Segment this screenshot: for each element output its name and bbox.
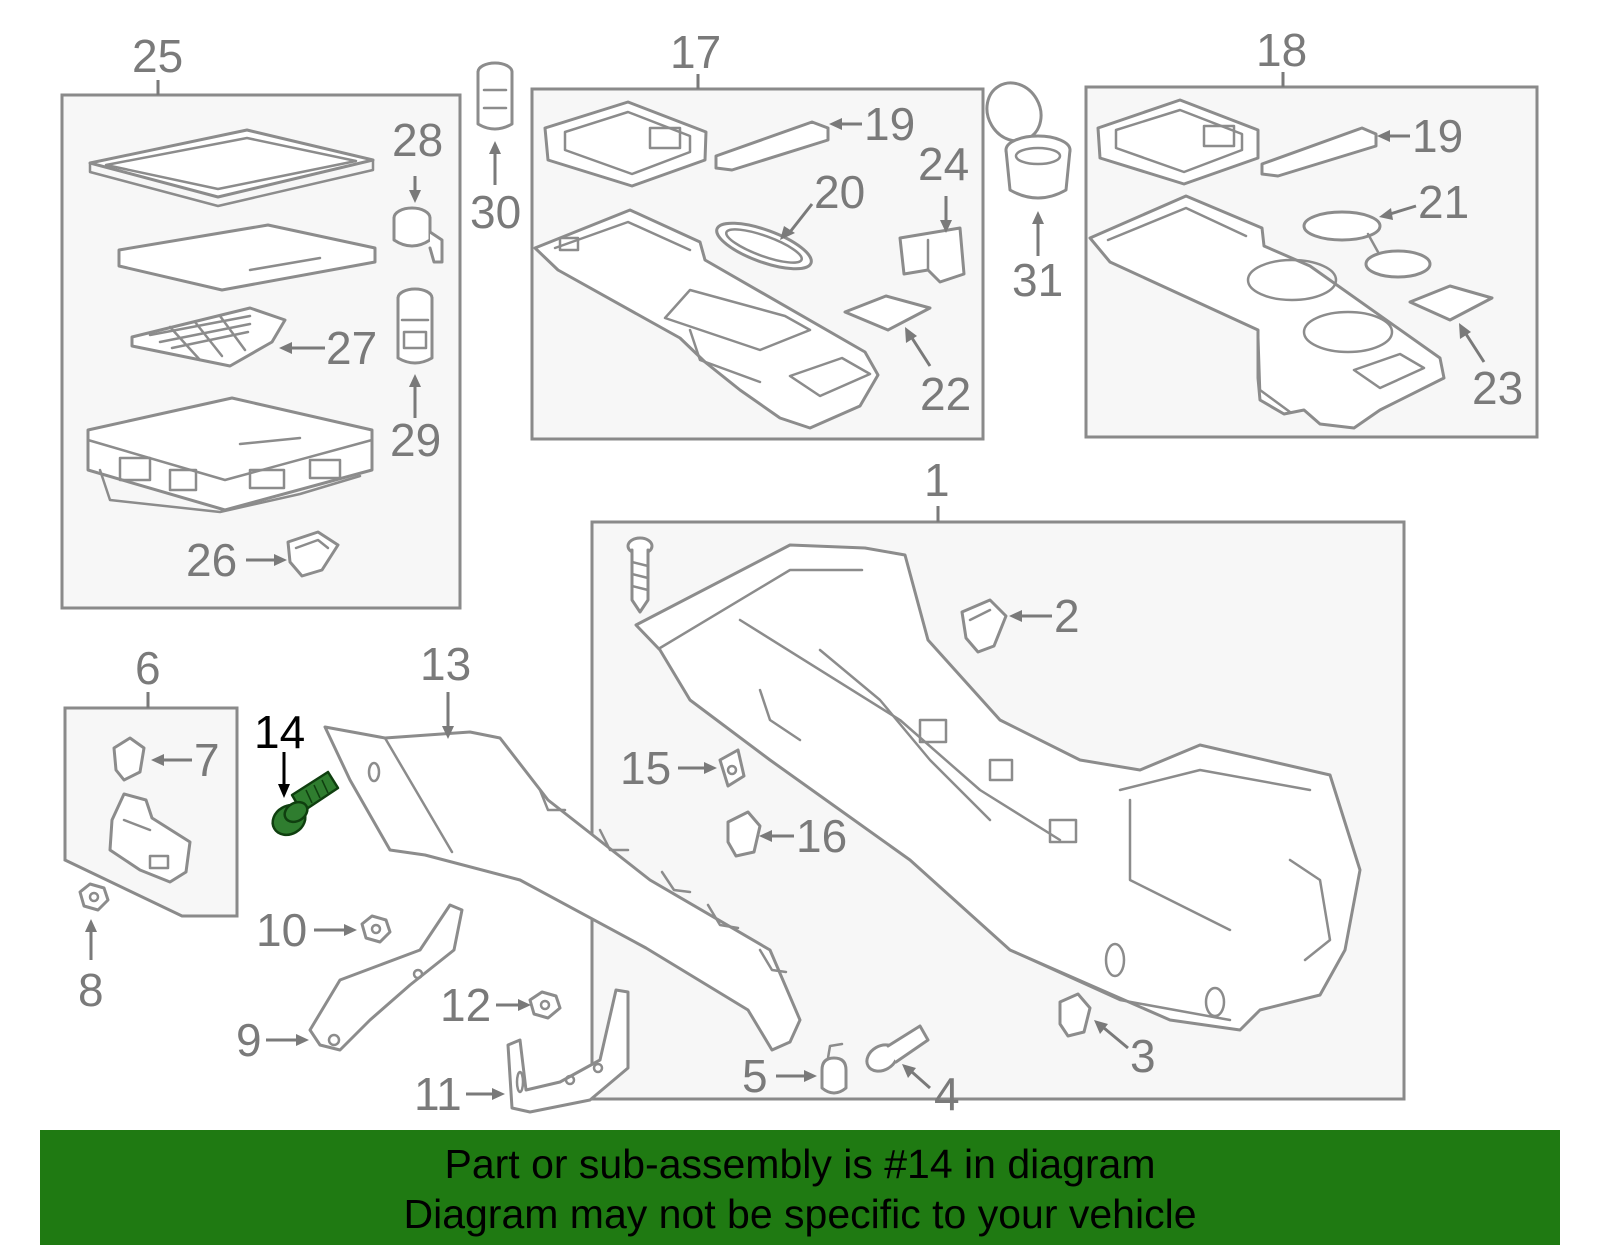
part-21-cupholder-insert[interactable] [1302,210,1432,279]
part-14-bolt[interactable] [267,770,340,841]
callout-14[interactable]: 14 [254,706,305,758]
part-13-side-panel [323,725,802,1052]
callout-16[interactable]: 16 [796,810,847,862]
part-2-clip[interactable] [960,598,1008,654]
part-18-console-plate [1088,194,1446,430]
part-18-bezel [1096,98,1260,186]
callout-10[interactable]: 10 [256,904,307,956]
callout-17[interactable]: 17 [670,26,721,78]
callout-7[interactable]: 7 [194,734,220,786]
callout-21[interactable]: 21 [1418,176,1469,228]
callout-26[interactable]: 26 [186,534,237,586]
callout-19-a[interactable]: 19 [864,98,915,150]
part-16-clip[interactable] [726,810,762,858]
part-19-strip-a[interactable] [714,120,830,172]
info-banner: Part or sub-assembly is #14 in diagram D… [40,1130,1560,1245]
part-8-nut[interactable] [78,882,110,912]
callout-15[interactable]: 15 [620,742,671,794]
callout-27[interactable]: 27 [326,322,377,374]
callout-18[interactable]: 18 [1256,24,1307,76]
part-23-pad[interactable] [1408,284,1494,322]
callout-12[interactable]: 12 [440,979,491,1031]
callout-5[interactable]: 5 [742,1050,768,1102]
part-10-nut[interactable] [360,914,392,944]
callout-2[interactable]: 2 [1054,590,1080,642]
callout-23[interactable]: 23 [1472,362,1523,414]
part-26-clip[interactable] [286,530,340,578]
callout-28[interactable]: 28 [392,114,443,166]
callout-20[interactable]: 20 [814,166,865,218]
leader-lines [85,72,1486,1100]
callout-19-b[interactable]: 19 [1412,110,1463,162]
callout-31[interactable]: 31 [1012,254,1063,306]
part-9-bracket[interactable] [308,903,464,1052]
part-29-adapter[interactable] [396,287,434,365]
part-25-lid-pad [117,223,377,292]
callout-4[interactable]: 4 [934,1068,960,1120]
callout-13[interactable]: 13 [420,638,471,690]
callout-3[interactable]: 3 [1130,1030,1156,1082]
part-4-rivet[interactable] [862,1024,930,1076]
part-28-socket[interactable] [392,206,444,264]
part-15-retainer[interactable] [718,748,746,788]
part-7-clip[interactable] [112,736,146,782]
callout-30[interactable]: 30 [470,186,521,238]
part-31-cup[interactable] [976,73,1072,200]
part-25-bin [86,396,374,514]
callout-1[interactable]: 1 [924,454,950,506]
callout-11[interactable]: 11 [414,1068,462,1120]
part-27-mat[interactable] [130,306,287,368]
part-1-screw [626,536,654,614]
part-22-pad[interactable] [843,294,932,332]
callout-8[interactable]: 8 [78,964,104,1016]
callout-9[interactable]: 9 [236,1014,262,1066]
part-3-clip[interactable] [1058,992,1092,1038]
part-19-strip-b[interactable] [1260,126,1378,178]
part-30-plug[interactable] [476,61,514,131]
part-25-lid-top [88,128,375,208]
part-20-ring[interactable] [712,214,817,278]
banner-line-disclaimer: Diagram may not be specific to your vehi… [403,1191,1197,1237]
banner-line-part: Part or sub-assembly is #14 in diagram [444,1141,1156,1187]
part-17-console-plate [533,208,880,430]
callout-25[interactable]: 25 [132,30,183,82]
part-24-bracket[interactable] [898,226,966,284]
callout-22[interactable]: 22 [920,368,971,420]
part-12-nut[interactable] [528,990,562,1020]
callout-6[interactable]: 6 [135,642,161,694]
part-1-console [634,543,1362,1032]
callout-24[interactable]: 24 [918,138,969,190]
callout-labels: 1 2 3 4 5 6 7 8 9 10 11 12 13 14 15 16 1… [78,24,1523,1120]
part-17-bezel [543,100,708,188]
part-5-pushpin[interactable] [820,1042,848,1095]
part-11-bracket[interactable] [506,988,630,1114]
callout-29[interactable]: 29 [390,414,441,466]
part-6-bracket [108,792,192,884]
